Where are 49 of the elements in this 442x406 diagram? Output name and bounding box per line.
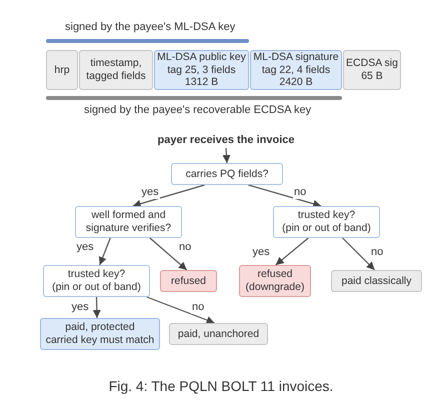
invoice-field-box xyxy=(154,50,249,90)
field-name: ML-DSA signature xyxy=(253,51,339,64)
decision-text: (pin or out of band) xyxy=(52,281,141,294)
arrow xyxy=(132,184,205,208)
field-name: ML-DSA public key xyxy=(157,51,246,64)
arrow xyxy=(150,238,188,270)
field-detail: tag 25, 3 fields xyxy=(167,64,236,76)
invoice-field-box xyxy=(343,50,401,90)
decision-text: carries PQ fields? xyxy=(186,168,268,180)
field-detail: tag 22, 4 fields xyxy=(262,64,330,76)
outcome-text: refused xyxy=(170,274,206,288)
invoice-field-box xyxy=(46,50,78,90)
outcome-box xyxy=(169,323,268,345)
decision-text: trusted key? xyxy=(68,268,126,281)
outcome-box xyxy=(239,265,311,297)
decision-text: trusted key? xyxy=(298,209,356,222)
start-text: payer receives the invoice xyxy=(140,134,312,148)
field-detail: 65 B xyxy=(361,70,383,83)
field-detail: 2420 B xyxy=(279,76,313,89)
outcome-text: refused (downgrade) xyxy=(244,268,306,294)
arrow xyxy=(146,296,215,324)
field-name: ECDSA sig xyxy=(346,57,398,70)
decision-box xyxy=(171,163,283,185)
bracket-label: signed by the payee's recoverable ECDSA key xyxy=(84,104,312,118)
outcome-box xyxy=(331,270,422,292)
invoice-field-box xyxy=(79,50,153,90)
outcome-box xyxy=(160,270,217,292)
arrow xyxy=(222,148,230,164)
outcome-text: paid classically xyxy=(341,274,412,288)
decision-text: (pin or out of band) xyxy=(282,222,371,235)
decision-box xyxy=(75,206,182,238)
field-name: timestamp, tagged fields xyxy=(85,57,147,83)
field-name: hrp xyxy=(54,64,70,76)
outcome-text: carried key must match xyxy=(46,334,154,347)
outcome-box xyxy=(40,318,160,350)
outcome-text: paid, unanchored xyxy=(178,328,260,340)
decision-box xyxy=(43,265,150,297)
outcome-text: paid, protected xyxy=(65,321,135,334)
invoice-field-box xyxy=(250,50,342,90)
decision-text: well formed and signature verifies? xyxy=(84,209,172,235)
field-detail: 1312 B xyxy=(184,76,218,89)
arrow xyxy=(92,296,101,318)
decision-box xyxy=(273,206,380,238)
arrow xyxy=(275,238,309,266)
arrow xyxy=(342,238,376,270)
figure-caption: Fig. 4: The PQLN BOLT 11 invoices. xyxy=(108,378,334,394)
arrow xyxy=(248,184,322,208)
bracket-label: signed by the payee's ML-DSA key xyxy=(65,21,236,34)
arrow xyxy=(98,238,111,266)
